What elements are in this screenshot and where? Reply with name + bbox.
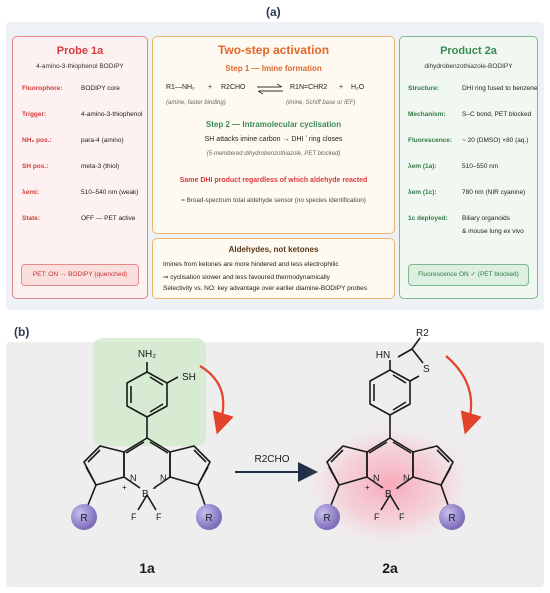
eq-note-amine: (amine, faster binding) [166,100,226,106]
activation-conclusion: = Broad-spectrum total aldehyde sensor (… [181,197,366,204]
probe-title: Probe 1a [56,45,104,57]
aldehydes-box: Aldehydes, not ketones Imines from keton… [152,238,395,299]
product-key-structure: Structure: [408,85,440,92]
probe-value-trigger: 4-amino-3-thiophenol [81,111,143,118]
label-s: S [423,364,430,375]
label-n-right: N [160,473,167,483]
label-hn: HN [376,350,390,361]
product-status-pill: Fluorescence ON ✓ (PET blocked) [408,264,529,286]
probe-key-lambda: λemi: [22,189,39,196]
eq-plus-2: + [339,84,344,91]
product-value-deployed-2: & mouse lung ex vivo [462,228,524,235]
probe-value-state: OFF — PET active [81,215,136,222]
equilibrium-arrow-icon [257,83,283,95]
r-group-ball-right-2a [439,504,465,530]
label-compound-1a: 1a [139,560,155,576]
product-title: Product 2a [440,45,497,57]
label-r-left-2a: R [323,513,330,524]
label-r2: R2 [416,328,429,339]
label-b-1a: B [142,489,149,500]
step2-title: Step 2 — Intramolecular cyclisation [205,120,342,129]
label-n-left: N [130,473,137,483]
aldehydes-line-2: ⇒ cyclisation slower and less favoured t… [163,274,330,281]
product-value-lambda-1c: 780 nm (NIR cyanine) [462,189,526,196]
curved-arrow-1a [199,365,234,435]
label-n-left-2a: N [373,473,380,483]
panel-a-label: (a) [266,5,281,19]
label-b-2a: B [385,489,392,500]
label-r-right-1a: R [205,513,212,524]
label-r-right-2a: R [448,513,455,524]
product-value-lambda-1a: 510–550 nm [462,163,499,170]
molecule-2a [326,337,454,511]
eq-plus-1: + [208,84,213,91]
probe-value-nh2: para-4 (amino) [81,137,124,144]
eq-reactant-amine: R1—NH₂ [166,84,195,91]
product-value-structure: DHI ring fused to benzene [462,85,538,92]
aldehydes-title: Aldehydes, not ketones [228,245,319,254]
aldehydes-line-1: Imines from ketones are more hindered an… [163,261,339,268]
step2-line: SH attacks imine carbon → DHI ʼ ring clo… [204,136,343,143]
label-minus-2a: − [395,486,399,493]
r-group-ball-left-2a [314,504,340,530]
probe-subtitle: 4-amino-3-thiophenol BODIPY [36,63,124,70]
product-key-lambda-1a: λem (1a): [408,163,437,170]
label-r-left-1a: R [80,513,87,524]
activation-highlight: Same DHI product regardless of which ald… [179,177,368,184]
label-f1-2a: F [374,512,380,522]
probe-key-sh: SH pos.: [22,163,49,170]
eq-note-imine: (imine, Schiff base or IEF) [286,100,356,106]
product-value-fluorescence: ~ 20 (DMSO) ×80 (aq.) [462,137,529,144]
label-sh: SH [182,372,196,383]
r-group-ball-right-1a [196,504,222,530]
molecule-1a [83,362,211,511]
label-plus-2a: + [365,483,370,492]
label-nh2: NH₂ [138,349,156,360]
probe-value-sh: meta-3 (thiol) [81,163,120,170]
product-key-deployed: 1c deployed: [408,215,448,222]
probe-value-lambda: 510–540 nm (weak) [81,189,139,196]
probe-value-fluorophore: BODIPY core [81,85,120,92]
label-f2-1a: F [156,512,162,522]
product-key-mechanism: Mechanism: [408,111,446,118]
product-box: Product 2a dihydrobenzothiazole-BODIPY S… [399,36,538,299]
probe-box: Probe 1a 4-amino-3-thiophenol BODIPY Flu… [12,36,148,299]
eq-water: H₂O [351,84,365,91]
product-subtitle: dihydrobenzothiazole-BODIPY [424,63,513,70]
trigger-highlight-box [93,338,206,446]
probe-status-pill: PET: ON → BODIPY (quenched) [21,264,139,286]
label-reagent: R2CHO [254,454,289,465]
label-minus-1a: − [152,486,156,493]
probe-key-nh2: NH₂ pos.: [22,137,52,144]
label-plus-left: + [122,483,127,492]
panel-b-label: (b) [14,325,30,339]
step2-note: (5-membered dihydrobenzothiazole, PET bl… [206,151,341,157]
probe-key-trigger: Trigger: [22,111,47,118]
product-key-lambda-1c: λem (1c): [408,189,437,196]
eq-product-imine: R1N=CHR2 [290,84,328,91]
activation-title: Two-step activation [217,43,330,57]
r-group-ball-left-1a [71,504,97,530]
probe-key-state: State: [22,215,41,222]
label-n-right-2a: N [403,473,410,483]
product-key-fluorescence: Fluorescence: [408,137,453,144]
curved-arrow-2a [445,355,482,435]
eq-reactant-aldehyde: R2CHO [221,84,246,91]
label-f2-2a: F [399,512,405,522]
activation-box: Two-step activation Step 1 — Imine forma… [152,36,395,234]
product-value-mechanism: S–C bond, PET blocked [462,111,532,118]
aldehydes-line-3: Selectivity vs. NO: key advantage over e… [163,285,367,292]
product-value-deployed: Biliary organoids [462,215,511,222]
step1-title: Step 1 — Imine formation [225,64,322,73]
label-f1-1a: F [131,512,137,522]
probe-key-fluorophore: Fluorophore: [22,85,63,92]
label-compound-2a: 2a [382,560,398,576]
fluorescence-glow [305,423,475,547]
